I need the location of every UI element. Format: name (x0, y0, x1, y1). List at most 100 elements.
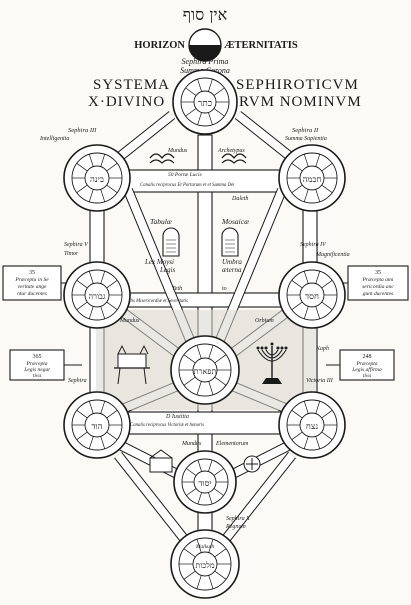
sphere-spoke (106, 280, 118, 289)
svg-text:Præcepta: Præcepta (25, 361, 47, 367)
sphere-spoke (303, 436, 309, 449)
sphere-spoke (76, 184, 88, 193)
right-ornament-icon (221, 153, 247, 164)
sphere-spoke (321, 301, 333, 310)
to-label: to (222, 286, 227, 292)
sephira-x-label: Sephira X (226, 516, 250, 522)
regnum-label: Regnum (225, 524, 246, 530)
svg-text:gunt ducentes: gunt ducentes (363, 291, 393, 297)
sphere-spoke (106, 163, 118, 172)
canalis-misericordiae-label: Canalis Misericordiæ et Severitatis (120, 299, 188, 304)
sphere-spoke (197, 492, 202, 504)
sphere-spoke (291, 301, 303, 310)
sphere-spoke (208, 79, 213, 92)
magnificentia-label: Magnificentia (315, 251, 350, 258)
svg-text:tiva: tiva (363, 373, 371, 379)
sphere-spoke (321, 280, 333, 289)
sephira-netzach: נצח (278, 391, 346, 459)
sphere-spoke (106, 301, 118, 310)
sphere-spoke (88, 401, 94, 414)
ein-sof-hebrew: אין סוף (183, 5, 228, 24)
sphere-spoke (100, 154, 106, 167)
svg-text:35: 35 (29, 270, 35, 276)
svg-text:נצח: נצח (306, 422, 318, 432)
sphere-spoke (100, 189, 106, 202)
victoria-label: Victoria III (306, 378, 334, 384)
sphere-spoke (186, 468, 197, 476)
svg-text:חכמה: חכמה (302, 175, 321, 185)
lex-moysi-label: Lex Moysi (144, 258, 174, 266)
aeternitatis-label: ÆTERNITATIS (224, 40, 298, 51)
svg-text:sericordia anc: sericordia anc (362, 284, 394, 290)
upper-horizontal-channel (119, 169, 291, 193)
sphere-inscription-spokes (72, 79, 337, 589)
sphere-spoke (106, 410, 118, 419)
sphere-spoke (208, 381, 214, 395)
sphere-spoke (106, 184, 118, 193)
title-sephiroticum: SEPHIROTICVM (236, 77, 359, 93)
teth-label: Teth (172, 286, 182, 292)
intelligentia-label: Intelligentia (39, 136, 69, 142)
sphere-spoke (76, 280, 88, 289)
ark-icon (114, 344, 150, 385)
sphere-spoke (303, 271, 309, 284)
sphere-spoke (100, 436, 106, 449)
left-precepts-box: 35 Præcepta in Se veritate ange ntur duc… (2, 265, 74, 301)
sphere-spoke (321, 410, 333, 419)
sphere-spoke (208, 575, 214, 589)
middle-labels: Teth to Canalis Misericordiæ et Severita… (119, 286, 329, 530)
svg-text:מלכות: מלכות (195, 561, 215, 570)
legis-label: Legis (159, 266, 175, 274)
d-iustitia-label: D Iustitia (165, 414, 189, 420)
sephira-left-low-label: Sephira (68, 378, 87, 384)
sphere-spoke (291, 280, 303, 289)
sphere-spoke (183, 570, 196, 580)
svg-text:הוד: הוד (91, 422, 102, 432)
svg-text:248: 248 (363, 354, 372, 360)
aeterna-label: æterna (222, 266, 242, 274)
sphere-spoke (315, 306, 321, 319)
sphere-spoke (214, 548, 227, 558)
sphere-spoke (197, 460, 202, 472)
svg-text:Præcepta in Se: Præcepta in Se (14, 277, 49, 283)
sephira-prima-label: Sephira Prima (182, 57, 229, 66)
sphere-spoke (213, 468, 224, 476)
tabulae-label: Tabulæ (150, 217, 172, 226)
sphere-spoke (321, 431, 333, 440)
sphere-spoke (213, 87, 225, 96)
orbium-label: Orbium (255, 318, 274, 324)
mosaicae-label: Mosaicæ (221, 217, 249, 226)
svg-text:veritate ange: veritate ange (18, 284, 47, 290)
left-negative-precepts-box: 365 Præcepta Legis negat tiva (9, 349, 82, 381)
sphere-spoke (88, 271, 94, 284)
sphere-spoke (76, 301, 88, 310)
mundus-mid-label: Mundus (119, 318, 140, 324)
right-tablet-icon (221, 227, 239, 257)
summa-sapientia-label: Summa Sapientia (285, 136, 327, 142)
sphere-spoke (208, 345, 214, 359)
sphere-spoke (183, 376, 196, 386)
horizon-dark-half (189, 45, 221, 61)
malkuth-label: Malkuth (195, 544, 215, 550)
sphere-spoke (303, 189, 309, 202)
svg-text:Legis negat: Legis negat (23, 367, 50, 373)
canalis-upper-label: Canalis reciprocus Et Portarum et et Sum… (140, 183, 235, 188)
sphere-spoke (88, 189, 94, 202)
sphere-spoke (214, 570, 227, 580)
sphere-spoke (214, 354, 227, 364)
sphere-spoke (303, 154, 309, 167)
tablet-lines (166, 239, 235, 253)
portae-lucis-label: 50 Portæ Lucis (168, 172, 202, 178)
sphere-spoke (321, 163, 333, 172)
sphere-spoke (106, 431, 118, 440)
menorah-icon (256, 342, 288, 384)
elementorum-label: Elementorum (215, 441, 249, 447)
sphere-spoke (76, 163, 88, 172)
right-affirmative-precepts-box: 248 Præcepta Legis affirma tiva (326, 349, 395, 381)
sphere-spoke (315, 401, 321, 414)
sphere-spoke (76, 431, 88, 440)
netzach-malkuth-channel (221, 452, 296, 543)
sphere-spoke (291, 184, 303, 193)
sephira-binah: בינה (63, 144, 131, 212)
